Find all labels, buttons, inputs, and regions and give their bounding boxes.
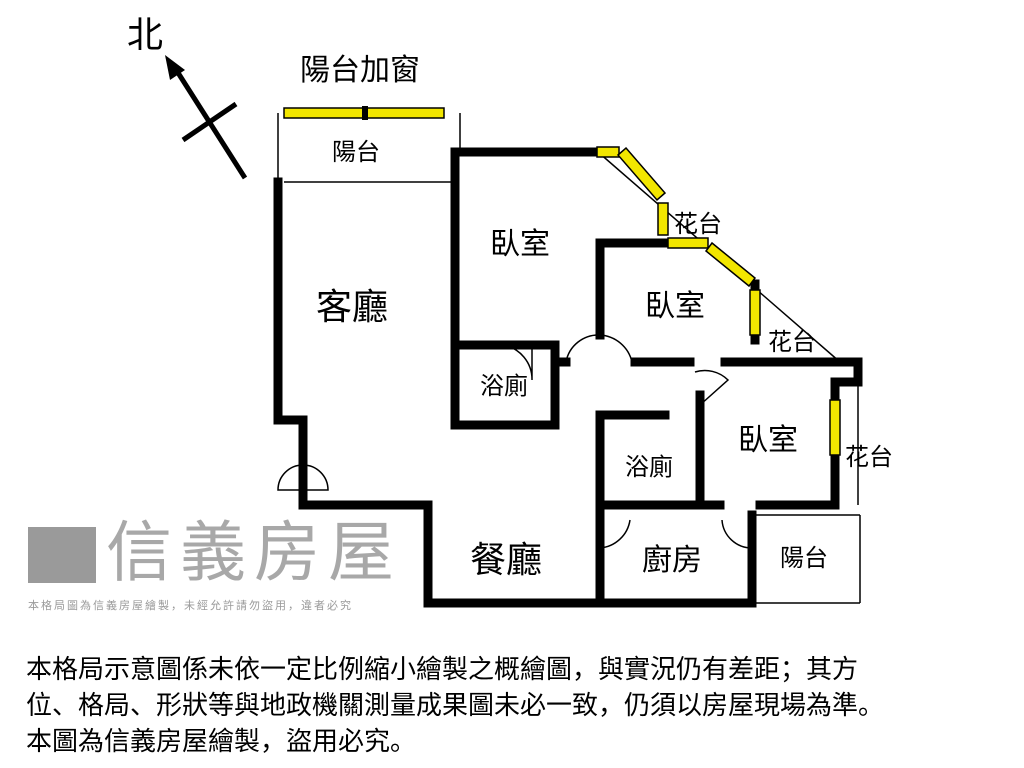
room-label-kitchen: 廚房 xyxy=(642,543,702,578)
watermark-logo xyxy=(28,527,96,583)
room-label-living-room: 客廳 xyxy=(316,287,389,328)
north-arrow-icon xyxy=(165,55,248,180)
balcony-window-marker xyxy=(362,106,368,120)
room-label-bathroom-2: 浴廁 xyxy=(625,453,673,481)
balcony-window-label: 陽台加窗 xyxy=(300,53,420,88)
disclaimer-line: 本格局示意圖係未依一定比例縮小繪製之概繪圖，與實況仍有差距；其方 xyxy=(26,655,859,685)
room-label-bathroom-1: 浴廁 xyxy=(480,372,528,400)
room-label-balcony-top: 陽台 xyxy=(332,138,380,166)
room-label-dining-room: 餐廳 xyxy=(470,540,543,581)
disclaimer-line: 位、格局、形狀等與地政機關測量成果圖未必一致，仍須以房屋現場為準。 xyxy=(26,691,885,721)
room-label-bedroom-3: 臥室 xyxy=(738,423,798,458)
watermark-brand: 信義房屋 xyxy=(106,514,402,591)
room-label-planter-2: 花台 xyxy=(768,328,816,356)
north-label: 北 xyxy=(127,15,164,56)
watermark-notice: 本格局圖為信義房屋繪製，未經允許請勿盜用，違者必究 xyxy=(28,599,353,612)
room-label-planter-3: 花台 xyxy=(845,443,893,471)
room-label-planter-1: 花台 xyxy=(674,210,722,238)
room-label-bedroom-1: 臥室 xyxy=(490,227,550,262)
room-label-bedroom-2: 臥室 xyxy=(645,289,705,324)
room-label-balcony-bottom: 陽台 xyxy=(780,544,828,572)
disclaimer-line: 本圖為信義房屋繪製，盜用必究。 xyxy=(26,727,417,757)
disclaimer: 本格局示意圖係未依一定比例縮小繪製之概繪圖，與實況仍有差距；其方 位、格局、形狀… xyxy=(26,652,1006,760)
floor-plan xyxy=(165,55,863,608)
